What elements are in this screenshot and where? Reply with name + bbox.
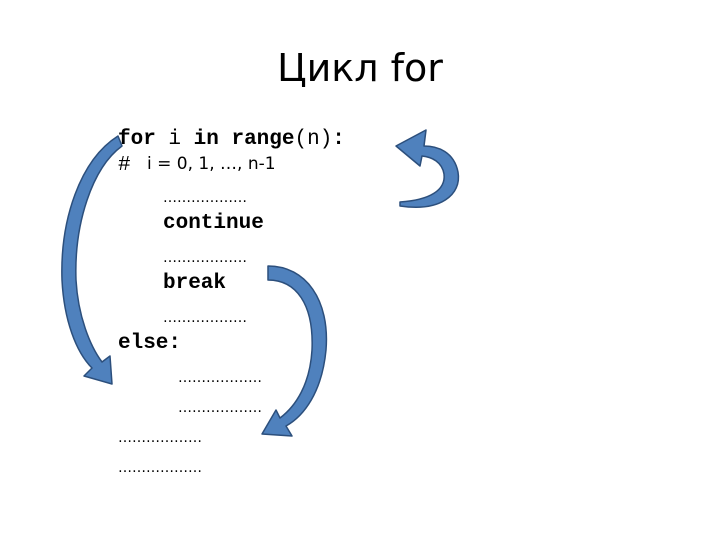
colon: : bbox=[332, 128, 345, 151]
arrow-loop-shape bbox=[395, 129, 460, 208]
keyword-for: for bbox=[118, 128, 156, 151]
keyword-else: else: bbox=[118, 332, 182, 355]
code-placeholder-7: ……………… bbox=[118, 460, 202, 476]
loop-variable: i bbox=[168, 128, 182, 151]
arrow-else-shape bbox=[61, 135, 123, 385]
curved-arrow-loop-icon bbox=[395, 129, 460, 208]
code-placeholder-4: ……………… bbox=[178, 370, 262, 386]
code-placeholder-6: ……………… bbox=[118, 430, 202, 446]
comment-hash: # bbox=[118, 154, 131, 177]
code-placeholder-3: ……………… bbox=[163, 310, 247, 326]
code-line-for: for i in range(n): bbox=[118, 127, 345, 153]
curved-arrow-else-icon bbox=[61, 135, 123, 385]
range-args: (n) bbox=[294, 128, 333, 151]
keyword-break: break bbox=[163, 272, 227, 295]
keyword-continue: continue bbox=[163, 212, 264, 235]
code-placeholder-1: ……………… bbox=[163, 190, 247, 206]
curved-arrow-break-icon bbox=[261, 265, 328, 437]
code-placeholder-2: ……………… bbox=[163, 250, 247, 266]
code-placeholder-5: ……………… bbox=[178, 400, 262, 416]
slide-title: Цикл for bbox=[277, 46, 443, 90]
keyword-in: in bbox=[193, 128, 219, 151]
comment-text: i = 0, 1, …, n-1 bbox=[147, 154, 276, 174]
arrow-break-shape bbox=[261, 265, 328, 437]
keyword-range: range bbox=[231, 128, 295, 151]
